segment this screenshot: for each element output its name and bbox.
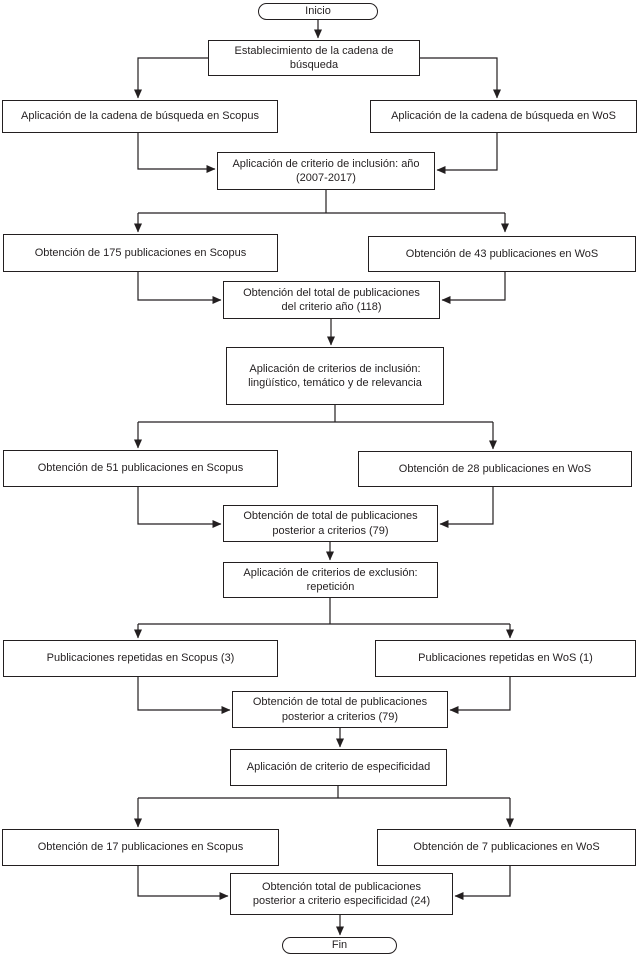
node-total-posterior-criterios-2: Obtención de total de publicaciones post… (232, 691, 448, 728)
node-criterios-inclusion: Aplicación de criterios de inclusión: li… (226, 347, 444, 405)
node-criterios-exclusion: Aplicación de criterios de exclusión: re… (223, 562, 438, 598)
node-obtencion-43-wos: Obtención de 43 publicaciones en WoS (368, 236, 636, 272)
node-criterio-inclusion-anio: Aplicación de criterio de inclusión: año… (217, 152, 435, 190)
node-total-posterior-criterios-1: Obtención de total de publicaciones post… (223, 505, 438, 542)
node-obtencion-17-scopus: Obtención de 17 publicaciones en Scopus (2, 829, 279, 866)
node-obtencion-7-wos: Obtención de 7 publicaciones en WoS (377, 829, 636, 866)
node-obtencion-175-scopus: Obtención de 175 publicaciones en Scopus (3, 234, 278, 272)
end-node: Fin (282, 937, 397, 954)
node-obtencion-51-scopus: Obtención de 51 publicaciones en Scopus (3, 450, 278, 487)
node-aplicacion-cadena-wos: Aplicación de la cadena de búsqueda en W… (370, 100, 637, 133)
node-total-especificidad: Obtención total de publicaciones posteri… (230, 873, 453, 915)
node-criterio-especificidad: Aplicación de criterio de especificidad (230, 749, 447, 786)
node-total-criterio-anio: Obtención del total de publicaciones del… (223, 281, 440, 319)
node-obtencion-28-wos: Obtención de 28 publicaciones en WoS (358, 451, 632, 487)
start-node: Inicio (258, 3, 378, 20)
node-repetidas-scopus: Publicaciones repetidas en Scopus (3) (3, 640, 278, 677)
node-establecimiento-cadena: Establecimiento de la cadena de búsqueda (208, 40, 420, 76)
connector-lines (134, 20, 514, 936)
node-repetidas-wos: Publicaciones repetidas en WoS (1) (375, 640, 636, 677)
node-aplicacion-cadena-scopus: Aplicación de la cadena de búsqueda en S… (2, 100, 278, 133)
